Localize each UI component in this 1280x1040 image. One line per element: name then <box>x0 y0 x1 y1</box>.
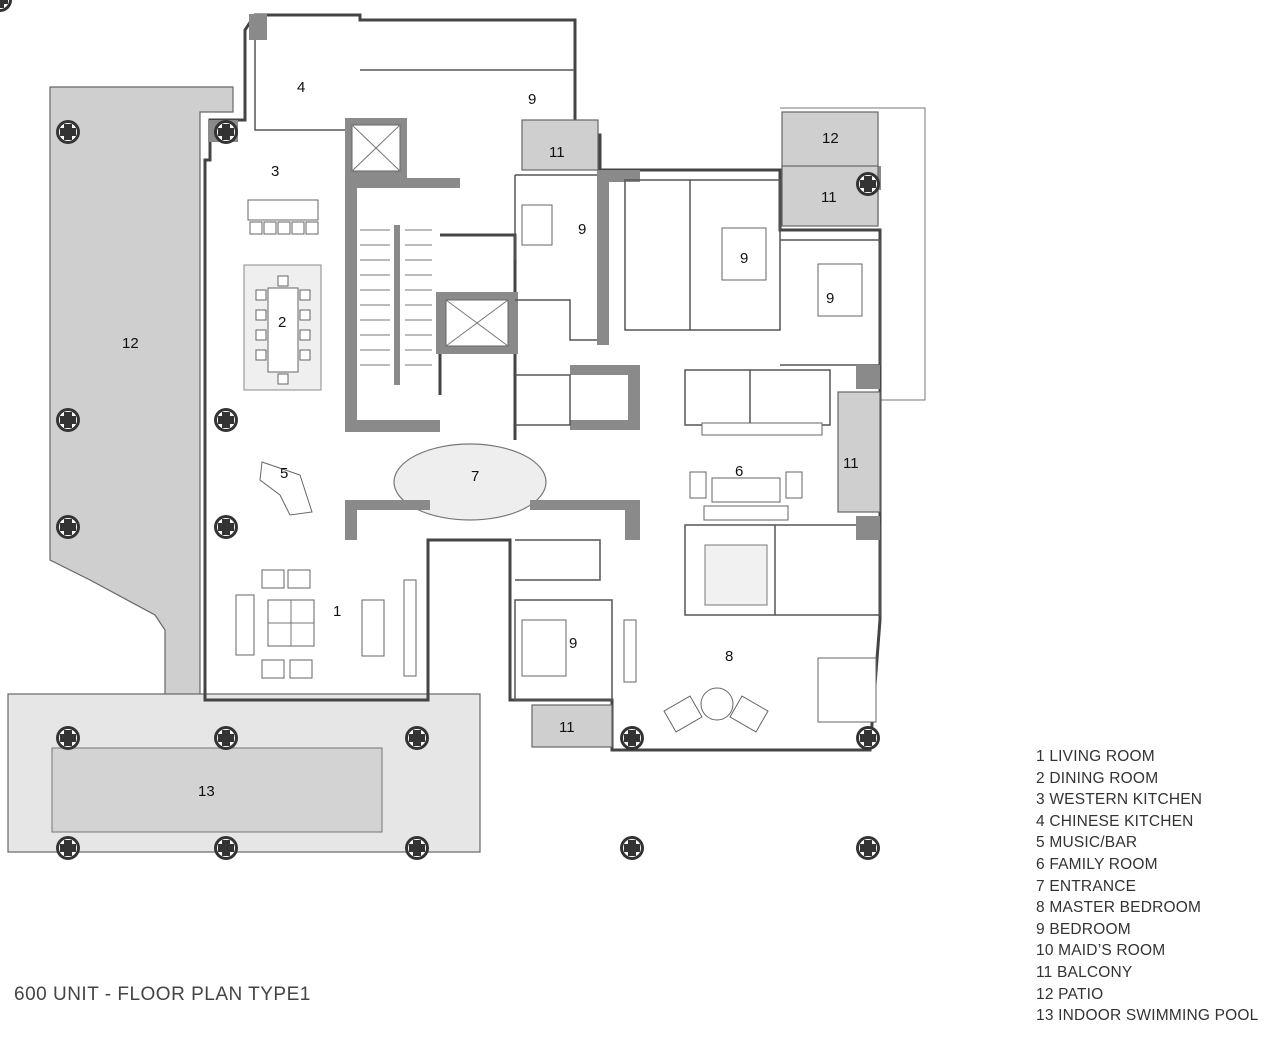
balcony-top <box>521 119 599 171</box>
room-label-master: 8 <box>725 648 733 665</box>
room-label-bedroom-right2: 9 <box>826 290 834 307</box>
room-label-balcony-top: 11 <box>549 144 565 161</box>
room-label-balcony-tr: 11 <box>821 189 837 206</box>
entrance-ellipse <box>393 443 547 521</box>
legend-item: 3 WESTERN KITCHEN <box>1036 791 1203 809</box>
legend-item: 11 BALCONY <box>1036 963 1133 981</box>
room-label-pool: 13 <box>198 783 215 800</box>
balcony-bottom <box>531 704 613 748</box>
room-label-living: 1 <box>333 603 341 620</box>
room-label-dining: 2 <box>278 314 286 331</box>
room-label-bedroom-right1: 9 <box>740 250 748 267</box>
room-label-patio-left: 12 <box>122 335 139 352</box>
room-label-western-kitchen: 3 <box>271 163 279 180</box>
legend-item: 1 LIVING ROOM <box>1036 748 1155 765</box>
room-label-family: 6 <box>735 463 743 480</box>
apartment-outline <box>203 13 882 752</box>
room-label-music-bar: 5 <box>280 465 288 482</box>
room-label-bedroom-center: 9 <box>578 221 586 238</box>
room-label-chinese-kitchen: 4 <box>297 79 305 96</box>
plan-title: 600 UNIT - FLOOR PLAN TYPE1 <box>14 984 311 1005</box>
legend-item: 12 PATIO <box>1036 985 1104 1003</box>
legend-item: 6 FAMILY ROOM <box>1036 855 1158 873</box>
column-group <box>0 0 12 12</box>
pool <box>51 747 383 833</box>
legend-item: 13 INDOOR SWIMMING POOL <box>1036 1007 1259 1025</box>
room-label-bedroom-maid: 9 <box>528 91 536 108</box>
legend-item: 5 MUSIC/BAR <box>1036 834 1138 852</box>
room-label-balcony-bottom: 11 <box>559 719 575 736</box>
legend-item: 8 MASTER BEDROOM <box>1036 899 1202 917</box>
room-label-balcony-right: 11 <box>843 455 859 472</box>
legend-item: 10 MAID’S ROOM <box>1036 942 1166 960</box>
room-label-patio-tr: 12 <box>822 130 839 147</box>
legend-item: 2 DINING ROOM <box>1036 769 1159 787</box>
legend-item: 7 ENTRANCE <box>1036 877 1137 895</box>
room-label-entrance: 7 <box>471 468 479 485</box>
room-label-bedroom-lower: 9 <box>569 635 577 652</box>
balcony-right <box>837 391 881 513</box>
legend-item: 4 CHINESE KITCHEN <box>1036 812 1194 830</box>
legend: 1 LIVING ROOM 2 DINING ROOM 3 WESTERN KI… <box>1036 746 1259 1027</box>
legend-item: 9 BEDROOM <box>1036 920 1131 938</box>
